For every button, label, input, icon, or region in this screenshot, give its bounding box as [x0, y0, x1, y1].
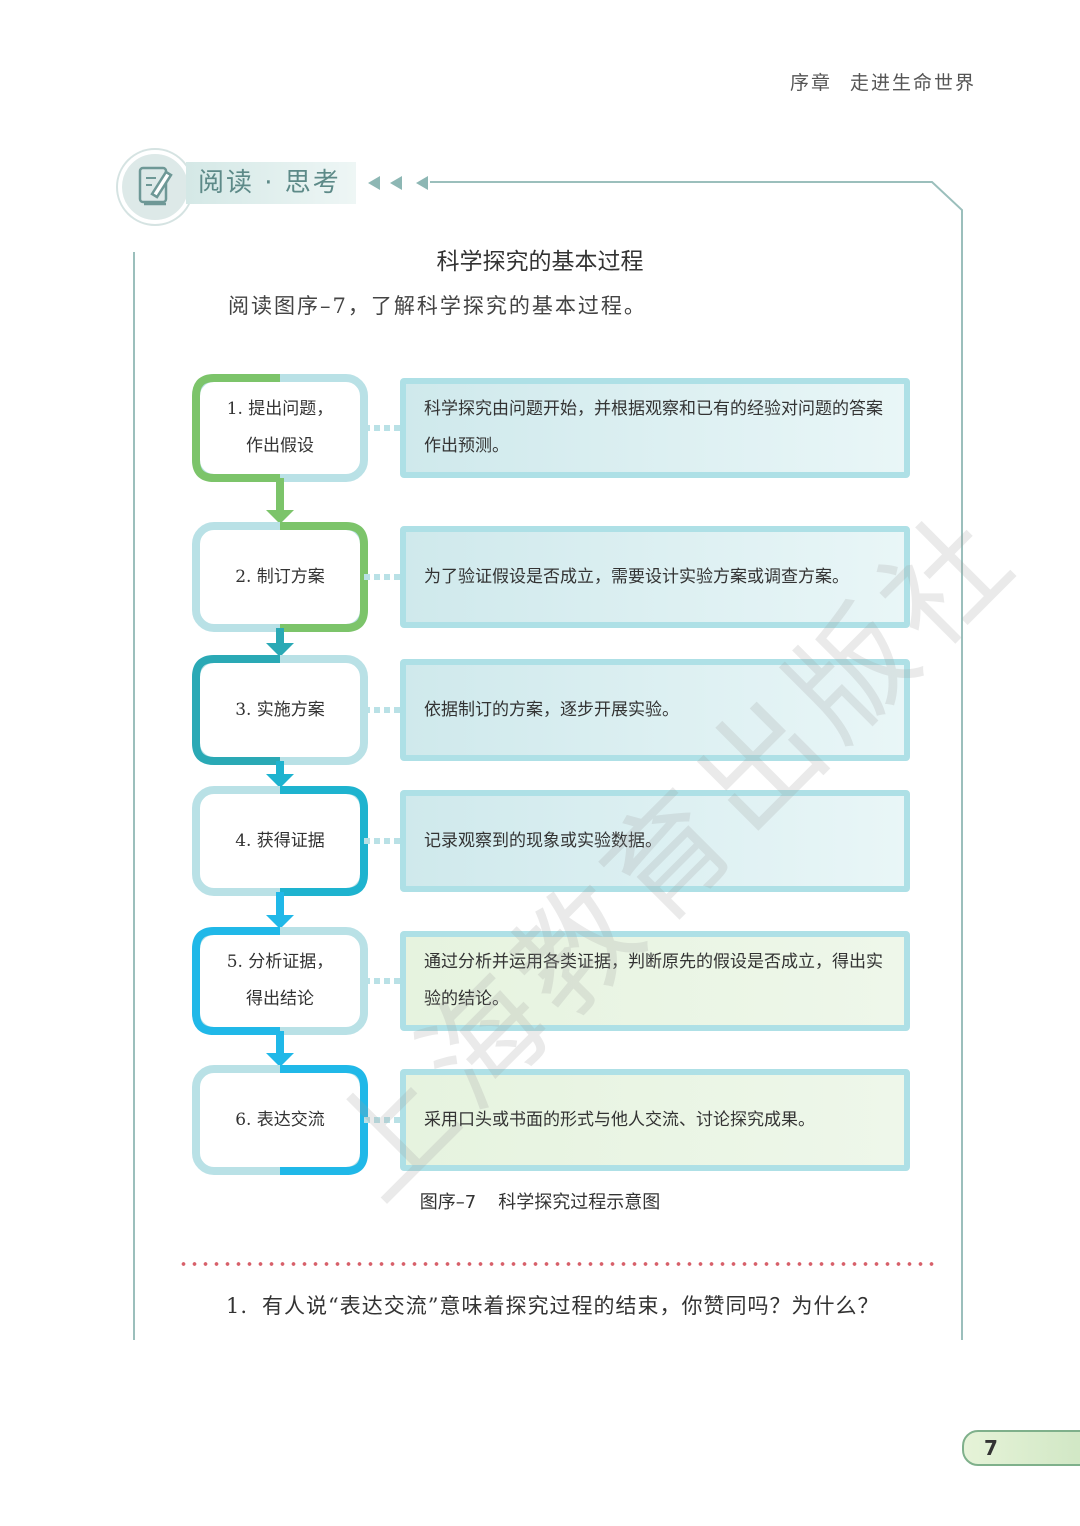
flow-arrow-head — [266, 774, 294, 788]
step-accent — [192, 655, 280, 765]
question-number: 1. — [226, 1294, 249, 1318]
step-label-line2: 得出结论 — [246, 989, 314, 1009]
step-description-text: 采用口头或书面的形式与他人交流、讨论探究成果。 — [424, 1109, 815, 1130]
step-box: 6. 表达交流 — [204, 1075, 356, 1165]
step-description: 记录观察到的现象或实验数据。 — [400, 790, 910, 892]
step-accent — [192, 927, 280, 1035]
running-header: 序章走进生命世界 — [790, 68, 980, 95]
step-description: 为了验证假设是否成立，需要设计实验方案或调查方案。 — [400, 526, 910, 628]
caption-text: 科学探究过程示意图 — [498, 1192, 661, 1213]
step-box: 3. 实施方案 — [204, 665, 356, 755]
step-label: 6. 表达交流 — [235, 1109, 325, 1130]
step-description: 科学探究由问题开始，并根据观察和已有的经验对问题的答案作出预测。 — [400, 378, 910, 478]
step-box: 4. 获得证据 — [204, 796, 356, 886]
question-1: 1. 有人说“表达交流”意味着探究过程的结束，你赞同吗？为什么？ — [226, 1290, 880, 1320]
pencil-notebook-icon — [118, 150, 192, 224]
step-description-text: 记录观察到的现象或实验数据。 — [424, 830, 662, 851]
step-description-text: 为了验证假设是否成立，需要设计实验方案或调查方案。 — [424, 566, 849, 587]
question-text: 有人说“表达交流”意味着探究过程的结束，你赞同吗？为什么？ — [262, 1294, 880, 1318]
step-description: 通过分析并运用各类证据，判断原先的假设是否成立，得出实验的结论。 — [400, 931, 910, 1031]
flow-arrow-shaft — [276, 478, 284, 516]
step-label: 5. 分析证据， — [226, 952, 334, 972]
step-box: 1. 提出问题， 作出假设 — [204, 384, 356, 472]
step-label: 2. 制订方案 — [235, 566, 325, 587]
page-number: 7 — [984, 1436, 998, 1460]
reading-thinking-banner: 阅读 · 思考 — [186, 162, 356, 204]
flow-arrow-shaft — [276, 628, 284, 649]
caption-number: 图序–7 — [419, 1192, 477, 1213]
step-description-text: 通过分析并运用各类证据，判断原先的假设是否成立，得出实验的结论。 — [424, 952, 883, 1009]
step-description: 依据制订的方案，逐步开展实验。 — [400, 659, 910, 761]
dotted-divider — [178, 1262, 934, 1266]
step-label-line2: 作出假设 — [246, 436, 314, 456]
figure-caption: 图序–7 科学探究过程示意图 — [0, 1188, 1080, 1214]
chapter-label: 序章 — [790, 72, 833, 94]
step-description-text: 依据制订的方案，逐步开展实验。 — [424, 699, 679, 720]
flow-arrow-shaft — [276, 892, 284, 921]
banner-arrows-icon — [368, 176, 428, 190]
step-label: 3. 实施方案 — [235, 699, 325, 720]
flow-arrow-head — [266, 510, 294, 524]
step-description-text: 科学探究由问题开始，并根据观察和已有的经验对问题的答案作出预测。 — [424, 399, 883, 456]
flow-arrow-head — [266, 643, 294, 657]
chapter-title: 走进生命世界 — [850, 72, 977, 94]
intro-text: 阅读图序–7，了解科学探究的基本过程。 — [228, 294, 647, 318]
flow-arrow-shaft — [276, 761, 284, 780]
step-label: 1. 提出问题， — [226, 399, 334, 419]
section-title: 科学探究的基本过程 — [436, 249, 644, 275]
flow-arrow-head — [266, 1053, 294, 1067]
flow-arrow-shaft — [276, 1031, 284, 1059]
banner-label: 阅读 · 思考 — [198, 168, 341, 198]
step-description: 采用口头或书面的形式与他人交流、讨论探究成果。 — [400, 1069, 910, 1171]
step-box: 5. 分析证据， 得出结论 — [204, 937, 356, 1025]
step-label: 4. 获得证据 — [235, 830, 325, 851]
page-number-tab: 7 — [962, 1430, 1080, 1466]
flow-arrow-head — [266, 915, 294, 929]
step-accent — [192, 374, 280, 482]
step-box: 2. 制订方案 — [204, 532, 356, 622]
